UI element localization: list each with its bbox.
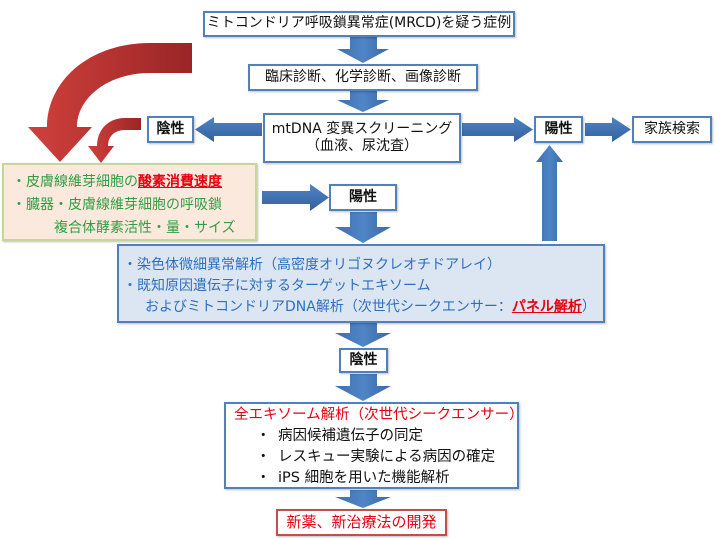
negative-label-2: 陰性 (349, 351, 378, 368)
bullet-icon: ・ (256, 449, 271, 465)
bullet-icon: ・ (256, 470, 271, 486)
arrow-down-3 (335, 212, 391, 243)
fibroblast-item-1: ・皮膚線維芽細胞の酸素消費速度 (12, 171, 255, 194)
family-search-text: 家族検索 (644, 120, 700, 137)
genetic-item-2-line1: ・既知原因遺伝子に対するターゲットエキソーム (123, 278, 431, 294)
whole-exome-item-text: レスキュー実験による病因の確定 (278, 449, 496, 465)
suspected-mrcd-case-box: ミトコンドリア呼吸鎖異常症(MRCD)を疑う症例 (203, 11, 515, 37)
fibroblast-analysis-box: ・皮膚線維芽細胞の酸素消費速度 ・臓器・皮膚線維芽細胞の呼吸鎖 複合体酵素活性・… (2, 163, 257, 241)
genetic-item-1: ・染色体微細異常解析（高密度オリゴヌクレオチドアレイ） (123, 257, 501, 273)
negative-label-1: 陰性 (156, 120, 185, 137)
arrow-down-1 (337, 37, 389, 63)
mtdna-screening-line2: （血液、尿沈査） (306, 138, 418, 154)
diagnosis-box: 臨床診断、化学診断、画像診断 (248, 64, 478, 91)
new-drug-development-box: 新薬、新治療法の開発 (276, 509, 447, 536)
arrow-down-2 (337, 91, 389, 112)
big-red-curved-arrow (28, 43, 192, 162)
arrow-down-5 (335, 374, 391, 401)
diagnosis-text: 臨床診断、化学診断、画像診断 (265, 68, 461, 85)
fibroblast-item-1-prefix: ・皮膚線維芽細胞の (12, 174, 138, 190)
whole-exome-item-text: 病因候補遺伝子の同定 (278, 428, 423, 444)
family-search-box: 家族検索 (632, 116, 712, 143)
positive-label-2: 陽性 (349, 188, 377, 205)
mtdna-screening-box: mtDNA 変異スクリーニング （血液、尿沈査） (263, 113, 461, 163)
whole-exome-box: 全エキソーム解析（次世代シークエンサー） ・病因候補遺伝子の同定 ・レスキュー実… (224, 402, 524, 489)
oxygen-consumption-highlight: 酸素消費速度 (138, 174, 222, 190)
negative-box-2: 陰性 (339, 348, 388, 373)
whole-exome-item: ・病因候補遺伝子の同定 (234, 426, 517, 447)
positive-box-1: 陽性 (534, 116, 583, 143)
small-red-curved-arrow (88, 118, 141, 163)
whole-exome-title: 全エキソーム解析（次世代シークエンサー） (234, 407, 524, 423)
fibroblast-item-2-line1: ・臓器・皮膚線維芽細胞の呼吸鎖 (12, 197, 222, 213)
arrow-right-to-positive (462, 117, 533, 142)
panel-analysis-highlight: パネル解析 (511, 299, 582, 315)
arrow-down-6 (335, 490, 391, 508)
whole-exome-item-text: iPS 細胞を用いた機能解析 (278, 470, 450, 486)
arrow-up-to-positive (536, 145, 563, 241)
fibroblast-item-2-line2: 複合体酵素活性・量・サイズ (54, 220, 236, 236)
new-drug-development-text: 新薬、新治療法の開発 (286, 513, 437, 532)
arrow-right-to-family-search (585, 117, 631, 142)
positive-box-2: 陽性 (329, 184, 397, 211)
arrow-left-to-negative (195, 117, 262, 142)
whole-exome-item: ・ iPS 細胞を用いた機能解析 (234, 468, 517, 489)
genetic-item-2-line2-suffix: ） (581, 299, 596, 315)
mtdna-screening-line1: mtDNA 変異スクリーニング (271, 120, 453, 137)
positive-label-1: 陽性 (544, 120, 573, 137)
genetic-item-2-line2: およびミトコンドリアDNA解析（次世代シークエンサー：パネル解析） (123, 297, 603, 318)
whole-exome-item: ・レスキュー実験による病因の確定 (234, 447, 517, 468)
bullet-icon: ・ (256, 428, 271, 444)
genetic-item-2-line2-prefix: およびミトコンドリアDNA解析（次世代シークエンサー： (145, 299, 512, 315)
genetic-analysis-box: ・染色体微細異常解析（高密度オリゴヌクレオチドアレイ） ・既知原因遺伝子に対する… (117, 244, 605, 323)
negative-box-1: 陰性 (147, 116, 194, 143)
suspected-mrcd-case-text: ミトコンドリア呼吸鎖異常症(MRCD)を疑う症例 (206, 15, 512, 32)
arrow-down-4 (335, 323, 391, 347)
arrow-right-fibro-to-positive (262, 184, 329, 211)
